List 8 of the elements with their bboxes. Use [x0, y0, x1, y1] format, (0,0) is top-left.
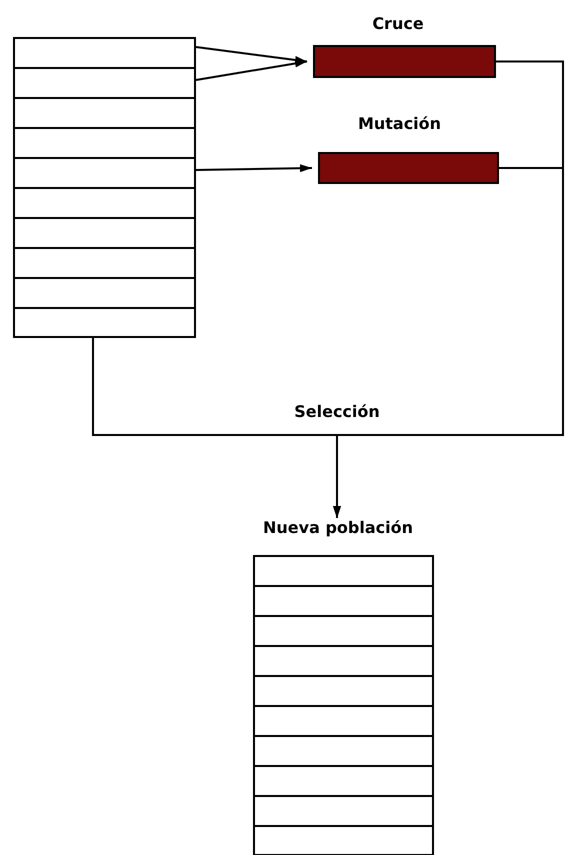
- step-title: Cruce: [371, 14, 425, 33]
- step-title: Nueva población: [262, 518, 414, 537]
- arrow: [333, 167, 564, 518]
- arrow: [196, 46, 308, 64]
- arrow: [196, 164, 312, 172]
- population-table: [13, 37, 196, 338]
- step-title: Mutación: [356, 114, 442, 133]
- arrow: [196, 60, 308, 81]
